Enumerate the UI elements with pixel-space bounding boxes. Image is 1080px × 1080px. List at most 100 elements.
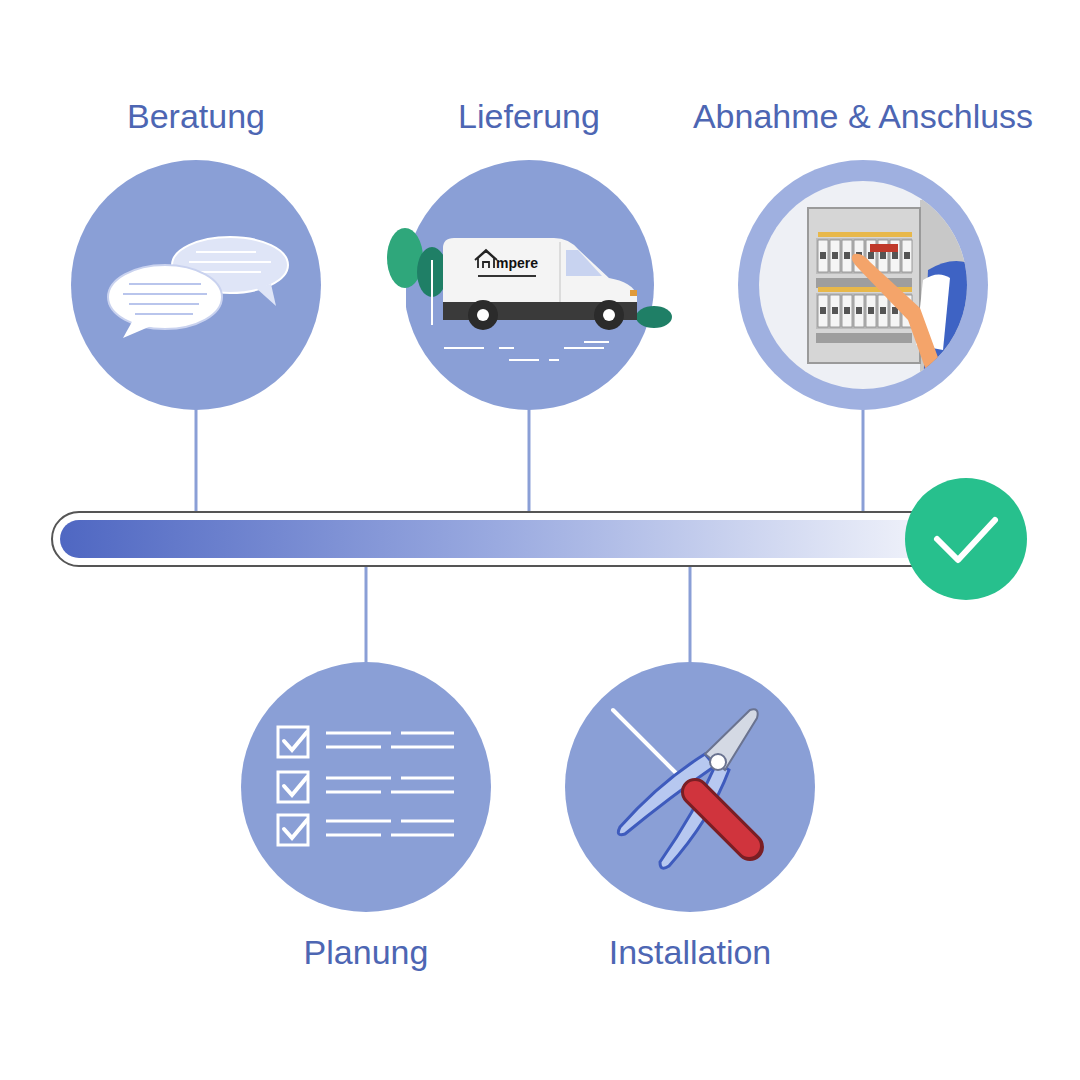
panel-shape xyxy=(830,240,840,272)
plan-shape xyxy=(401,777,454,780)
panel-shape xyxy=(844,307,850,314)
talk-shape xyxy=(256,284,276,306)
talk-shape xyxy=(71,160,321,410)
talk-shape xyxy=(129,303,199,305)
step-heading-box: Abnahme & Anschluss xyxy=(653,96,1073,136)
timeline-shape xyxy=(862,405,865,512)
panel-shape xyxy=(868,307,874,314)
panel-shape xyxy=(902,240,912,272)
talk-shape xyxy=(189,261,271,263)
step-circle xyxy=(71,160,321,410)
logo-text: mpere xyxy=(496,255,538,271)
tools-shape xyxy=(565,662,815,912)
plan-shape xyxy=(326,732,391,735)
step-node: Installation xyxy=(480,662,900,982)
plan-shape xyxy=(391,746,454,749)
plan-shape xyxy=(391,791,454,794)
talk-shape xyxy=(196,271,261,273)
panel-shape xyxy=(842,295,852,327)
plan-shape xyxy=(401,820,454,823)
panel-shape xyxy=(820,307,826,314)
step-heading-box: Installation xyxy=(480,932,900,972)
panel-shape xyxy=(808,208,920,363)
van-shape xyxy=(431,260,433,325)
panel-shape xyxy=(818,232,912,237)
timeline-shape xyxy=(905,478,1027,600)
plan-shape xyxy=(278,815,308,845)
talk-shape xyxy=(123,320,151,338)
van-shape xyxy=(404,160,654,410)
van-shape xyxy=(630,290,637,296)
step-heading: Installation xyxy=(609,933,772,971)
step-circle xyxy=(565,662,815,912)
step-circle xyxy=(241,662,491,912)
plan-icon xyxy=(241,662,491,912)
panel-shape xyxy=(808,200,980,390)
step-heading-box: Beratung xyxy=(0,96,406,136)
step-heading: Abnahme & Anschluss xyxy=(693,97,1033,135)
plan-shape xyxy=(326,834,381,837)
van-shape xyxy=(475,250,497,268)
timeline-shape xyxy=(528,405,531,512)
plan-shape xyxy=(278,772,308,802)
panel-shape xyxy=(856,307,862,314)
step-heading: Lieferung xyxy=(458,97,600,135)
van-shape xyxy=(444,347,484,349)
panel-shape xyxy=(880,252,886,259)
panel-shape xyxy=(830,295,840,327)
timeline-shape xyxy=(365,566,368,666)
panel-shape xyxy=(878,295,888,327)
plan-shape xyxy=(326,820,391,823)
van-shape xyxy=(468,300,498,330)
panel-shape xyxy=(870,244,898,252)
talk-shape xyxy=(196,251,256,253)
tools-shape xyxy=(695,792,749,846)
van-shape xyxy=(566,250,602,276)
panel-shape xyxy=(832,252,838,259)
step-heading-box: Lieferung xyxy=(319,96,739,136)
panel-shape xyxy=(818,295,828,327)
tools-shape xyxy=(710,754,726,770)
timeline-shape xyxy=(689,566,692,666)
step-heading-box: Planung xyxy=(156,932,576,972)
panel-shape xyxy=(866,295,876,327)
van-shape xyxy=(564,347,604,349)
step-heading: Planung xyxy=(304,933,429,971)
van-shape xyxy=(559,242,561,302)
panel-icon xyxy=(738,160,988,410)
panel-shape xyxy=(820,252,826,259)
plan-shape xyxy=(278,727,308,757)
van-shape xyxy=(477,309,489,321)
plan-shape xyxy=(401,732,454,735)
panel-shape xyxy=(854,295,864,327)
tools-shape xyxy=(695,792,750,847)
tools-icon xyxy=(565,662,815,912)
van-shape xyxy=(549,359,559,361)
check-badge xyxy=(905,478,1027,600)
van-shape xyxy=(603,309,615,321)
talk-shape xyxy=(129,283,201,285)
tools-shape xyxy=(705,709,758,770)
step-circle xyxy=(738,160,988,410)
panel-shape xyxy=(816,278,912,288)
van-shape xyxy=(636,306,672,328)
plan-shape xyxy=(326,746,381,749)
van-shape xyxy=(584,341,609,343)
plan-shape xyxy=(391,834,454,837)
panel-shape xyxy=(818,240,828,272)
panel-shape xyxy=(738,160,988,410)
plan-shape xyxy=(326,777,391,780)
van-shape xyxy=(594,300,624,330)
panel-shape xyxy=(832,307,838,314)
step-node: Beratung xyxy=(0,96,406,416)
step-circle xyxy=(404,160,654,410)
panel-shape xyxy=(844,252,850,259)
panel-shape xyxy=(904,252,910,259)
timeline-shape xyxy=(60,520,935,558)
panel-shape xyxy=(880,307,886,314)
panel-shape xyxy=(892,252,898,259)
talk-shape xyxy=(135,313,193,315)
van-shape xyxy=(478,275,536,277)
panel-shape xyxy=(868,252,874,259)
